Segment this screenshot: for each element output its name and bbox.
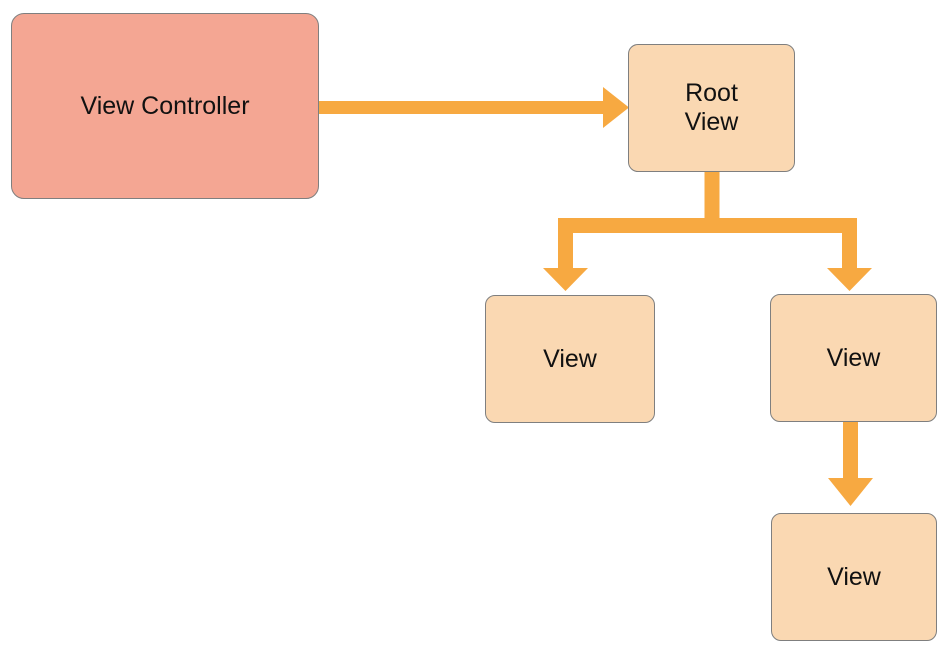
subview-bottom-node: View [771, 513, 937, 641]
arrow-subview-to-subview [828, 422, 873, 506]
arrowhead-down-icon [828, 478, 873, 506]
connector-right-arm [842, 231, 857, 269]
arrowhead-down-right-icon [827, 268, 872, 291]
view-controller-node: View Controller [11, 13, 319, 199]
arrow-shaft [843, 422, 858, 479]
arrow-controller-to-rootview [319, 87, 629, 128]
subview-bottom-label: View [827, 562, 881, 591]
subview-right-node: View [770, 294, 937, 422]
subview-right-label: View [826, 343, 881, 372]
connector-stem [704, 172, 720, 219]
subview-left-label: View [543, 344, 597, 373]
view-controller-label: View Controller [80, 91, 250, 120]
connector-crossbar [558, 218, 857, 233]
root-view-label: Root View [684, 79, 739, 136]
arrowhead-down-left-icon [543, 268, 588, 291]
arrowhead-right-icon [603, 87, 629, 128]
arrow-rootview-to-subviews [543, 172, 872, 291]
subview-left-node: View [485, 295, 655, 423]
root-view-node: Root View [628, 44, 795, 172]
connector-left-arm [558, 231, 573, 269]
arrow-shaft [319, 101, 604, 114]
